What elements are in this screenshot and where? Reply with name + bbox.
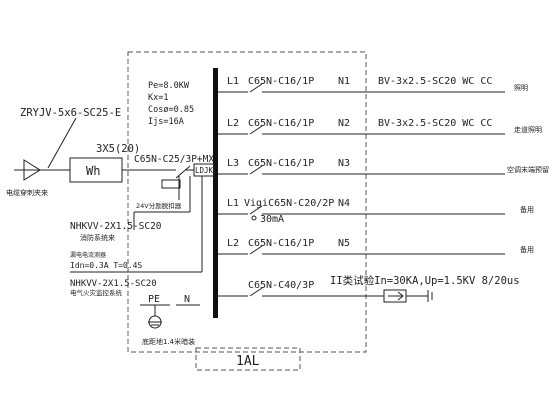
distribution-box-outline <box>127 51 367 353</box>
circuit-5-breaker: C65N-C16/1P <box>248 238 314 249</box>
circuit-2-phase: L2 <box>227 118 239 129</box>
incoming-leader <box>47 117 77 169</box>
circuit-4-rcd-icon <box>251 215 257 221</box>
kwh-meter-label: Wh <box>86 164 100 178</box>
box-name: 1AL <box>236 354 260 369</box>
circuit-5-number: N5 <box>338 238 350 249</box>
circuit-4-phase: L1 <box>227 198 239 209</box>
circuit-3: L3 C65N-C16/1P N3 空调末端预留 <box>218 158 549 175</box>
leakage-note: 电气火灾监控系统 <box>70 288 123 297</box>
circuit-1-usage: 照明 <box>514 84 528 92</box>
circuit-2: L2 C65N-C16/1P N2 BV-3x2.5-SC20 WC CC 走道… <box>218 118 542 135</box>
ground-icon <box>148 315 162 329</box>
load-pe: Pe=8.0KW <box>148 81 190 91</box>
circuit-1-phase: L1 <box>227 76 239 87</box>
circuit-1-number: N1 <box>338 76 350 87</box>
main-breaker-blade <box>175 165 191 179</box>
circuit-4-usage: 备用 <box>520 205 534 214</box>
circuit-5-breaker-blade <box>249 245 263 255</box>
load-kx: Kx=1 <box>148 93 168 103</box>
circuit-2-breaker-blade <box>249 125 263 135</box>
load-cos: Cosø=0.85 <box>148 105 194 115</box>
spd-spec: II类试验In=30KA,Up=1.5KV 8/20us <box>330 274 520 287</box>
circuit-3-number: N3 <box>338 158 350 169</box>
n-terminal-label: N <box>184 294 190 305</box>
leakage-cable: NHKVV-2X1.5-SC20 <box>70 279 157 289</box>
circuit-4-breaker: VigiC65N-C20/2P <box>244 198 334 209</box>
circuit-2-breaker: C65N-C16/1P <box>248 118 314 129</box>
circuit-5: L2 C65N-C16/1P N5 备用 <box>218 238 534 255</box>
ldjk-module-label: LDJK <box>195 166 214 175</box>
leakage-monitor-title: 漏电电流测器 <box>70 251 106 259</box>
incoming-cable-note: 电缆穿刺夹来 <box>6 188 48 197</box>
surge-protector-arrow-head <box>397 291 404 301</box>
circuit-1-breaker-blade <box>249 83 263 93</box>
circuit-1-wire: BV-3x2.5-SC20 WC CC <box>378 76 492 87</box>
main-busbar <box>213 68 218 318</box>
circuit-5-phase: L2 <box>227 238 239 249</box>
circuit-3-breaker-blade <box>249 165 263 175</box>
spd-breaker-blade <box>249 287 263 297</box>
circuit-4: L1 VigiC65N-C20/2P N4 30mA 备用 <box>218 198 534 225</box>
circuit-5-usage: 备用 <box>520 245 534 254</box>
fire-link-cable: NHKVV-2X1.5-SC20 <box>70 221 162 232</box>
circuit-2-usage: 走道照明 <box>514 125 542 134</box>
circuit-3-phase: L3 <box>227 158 239 169</box>
circuit-1-breaker: C65N-C16/1P <box>248 76 314 87</box>
load-ijs: Ijs=16A <box>148 117 184 127</box>
ldjk-module-box <box>193 163 215 177</box>
circuit-1: L1 C65N-C16/1P N1 BV-3x2.5-SC20 WC CC 照明 <box>218 76 528 93</box>
circuit-4-breaker-blade <box>249 205 263 215</box>
fire-link-note: 消防系统来 <box>80 233 115 242</box>
circuit-3-usage: 空调末端预留 <box>507 165 549 174</box>
box-mount-note: 底距地1.4米暗装 <box>142 337 195 346</box>
meter-ct-label: 3X5(20) <box>96 143 140 155</box>
main-breaker-label: C65N-C25/3P+MX <box>134 154 214 165</box>
circuit-4-number: N4 <box>338 198 350 209</box>
circuit-3-breaker: C65N-C16/1P <box>248 158 314 169</box>
spd-branch: C65N-C40/3P II类试验In=30KA,Up=1.5KV 8/20us <box>218 274 520 303</box>
shunt-trip-box <box>161 179 181 189</box>
shunt-trip-24v-label: 24V分励脱扣器 <box>136 201 182 210</box>
box-name-frame <box>195 347 301 371</box>
leakage-monitor-spec: Idn=0.3A T=0.4S <box>70 261 142 270</box>
circuit-2-number: N2 <box>338 118 350 129</box>
circuit-4-rcd: 30mA <box>260 214 284 225</box>
incoming-cable-label: ZRYJV-5x6-SC25-E <box>20 107 121 119</box>
spd-breaker-label: C65N-C40/3P <box>248 280 314 291</box>
pe-terminal-label: PE <box>148 294 160 305</box>
circuit-2-wire: BV-3x2.5-SC20 WC CC <box>378 118 492 129</box>
